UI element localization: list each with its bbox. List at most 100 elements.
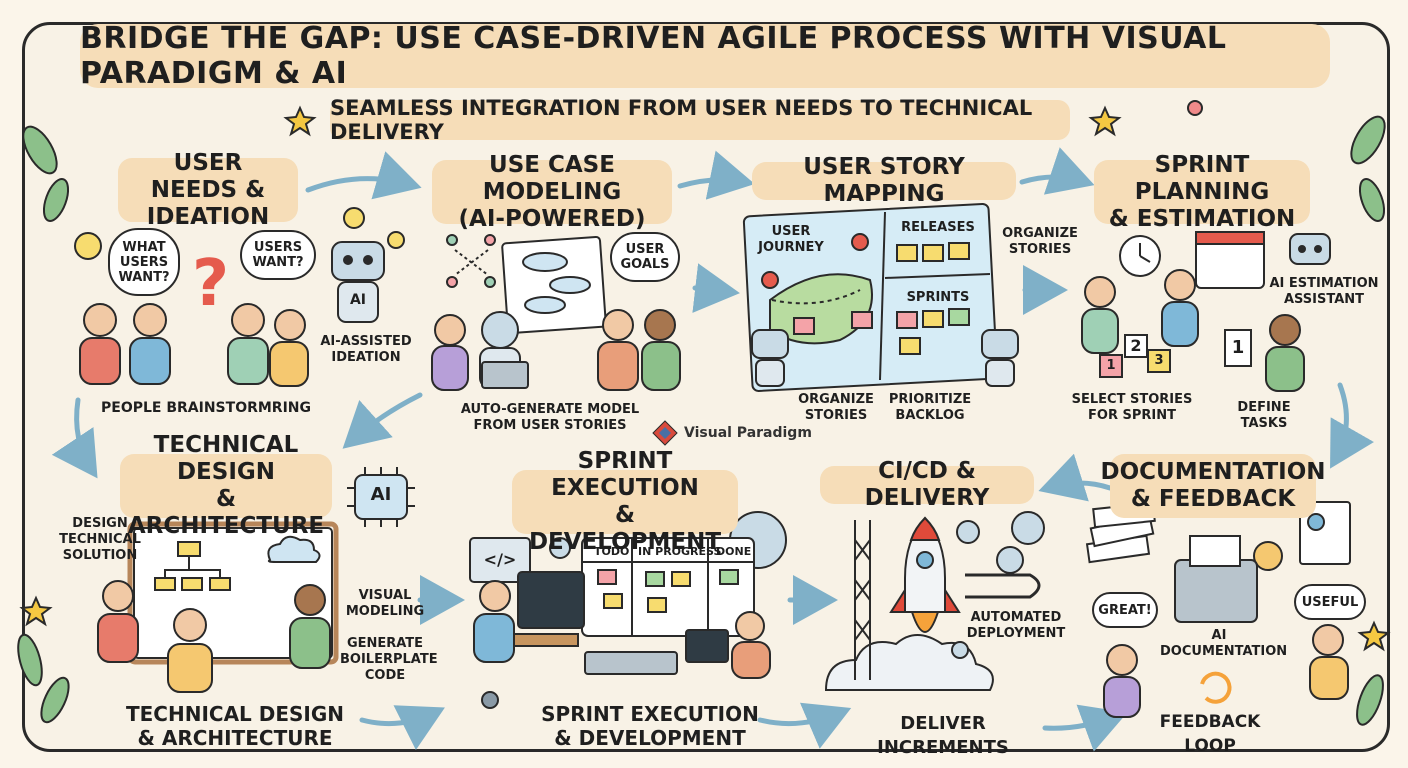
- person-icon: [269, 309, 309, 387]
- robot-icon: [751, 329, 789, 387]
- label-ai-estimation-assistant: AI ESTIMATION ASSISTANT: [1269, 276, 1379, 307]
- arrow-usecase-to-mapping: [677, 150, 755, 200]
- gear-icon: [549, 537, 571, 559]
- label-automated-deployment: AUTOMATED DEPLOYMENT: [966, 610, 1066, 641]
- bubble-what-users-want: WHAT USERS WANT?: [108, 228, 180, 296]
- label-select-stories: SELECT STORIES FOR SPRINT: [1071, 392, 1193, 423]
- person-icon: [431, 314, 469, 391]
- svg-text:?: ?: [192, 247, 229, 321]
- location-pin-icon: [761, 271, 779, 289]
- person-icon: [1103, 644, 1141, 718]
- stage-user-needs-art: ?: [74, 207, 405, 387]
- laptop-icon: [685, 629, 729, 663]
- brand-logo: Visual Paradigm: [652, 420, 812, 446]
- arrow-left-down: [51, 397, 98, 479]
- ai-badge: AI: [349, 292, 367, 308]
- robot-icon: [1289, 233, 1331, 265]
- gear-icon: [956, 520, 980, 544]
- caption-tech-design: TECHNICAL DESIGN & ARCHITECTURE: [125, 702, 345, 750]
- person-icon: [289, 584, 331, 669]
- code-glyph: </>: [483, 550, 517, 569]
- label-organize-stories: ORGANIZE STORIES: [798, 392, 874, 423]
- person-icon: [597, 309, 639, 391]
- star-icon: [1357, 620, 1391, 652]
- arrow-back-to-design: [342, 392, 423, 449]
- actor-icon: [446, 234, 496, 288]
- stage-story-map-art: [742, 202, 1019, 392]
- story-card: [1124, 334, 1148, 358]
- conveyor-belt: [965, 573, 1041, 599]
- caption-deliver-increments: DELIVER INCREMENTS: [877, 713, 1009, 758]
- story-card: [1099, 354, 1123, 378]
- bubble-great: GREAT!: [1092, 592, 1158, 628]
- arrow-bottom-1: [359, 705, 445, 751]
- cloud-icon: [267, 535, 321, 563]
- person-icon: [227, 303, 269, 385]
- refresh-icon: [1200, 671, 1232, 704]
- arrow-needs-to-usecase: [305, 151, 422, 200]
- launch-tower: [854, 520, 871, 680]
- stage-use-case-art: [431, 234, 681, 391]
- column-done: DONE: [716, 545, 752, 558]
- stage-sprint-exec-art: [469, 511, 787, 709]
- arrow-mapping-to-planning: [1019, 147, 1095, 195]
- lightbulb-icon: [343, 207, 365, 229]
- sticky-notes: [793, 242, 970, 355]
- stage-cicd-art: [824, 511, 1045, 691]
- person-icon: [1309, 624, 1349, 700]
- person-icon: [731, 611, 771, 679]
- person-icon: [97, 580, 139, 663]
- lightbulb-icon: [74, 232, 102, 260]
- person-icon: [641, 309, 681, 391]
- stage-tech-design-art: [97, 467, 415, 693]
- column-in-progress: IN PROGRESS: [638, 545, 722, 558]
- arrow-docs-to-cicd: [1038, 453, 1113, 502]
- person-icon: [1081, 276, 1119, 354]
- brand-name: Visual Paradigm: [684, 425, 812, 441]
- page-subtitle: SEAMLESS INTEGRATION FROM USER NEEDS TO …: [330, 96, 1070, 144]
- story-card: [1147, 349, 1171, 373]
- ai-chip-label: AI: [370, 484, 392, 505]
- rocket-icon: [889, 516, 961, 633]
- label-ai-assisted-ideation: AI-ASSISTED IDEATION: [320, 334, 412, 365]
- card-3: 3: [1154, 353, 1164, 368]
- label-sprints: SPRINTS: [906, 290, 970, 305]
- caption-feedback-loop: FEEDBACK LOOP: [1159, 712, 1261, 756]
- gear-icon: [996, 546, 1024, 574]
- card-1: 1: [1106, 358, 1116, 373]
- arrow-usecase-down: [692, 263, 740, 313]
- arrow-bottom-2: [757, 702, 852, 749]
- task-card-number: 1: [1231, 337, 1245, 358]
- chair-icon: [481, 691, 499, 709]
- star-icon: [19, 595, 53, 627]
- heading-cicd: CI/CD & DELIVERY: [820, 458, 1034, 511]
- arrow-bottom-3: [1042, 704, 1128, 752]
- label-organize-stories-right: ORGANIZE STORIES: [1002, 226, 1078, 257]
- heading-sprint-exec: SPRINT EXECUTION & DEVELOPMENT: [512, 448, 738, 555]
- decorations: [17, 100, 1391, 726]
- flow-arrows: [51, 147, 1375, 752]
- page-title: BRIDGE THE GAP: USE CASE-DRIVEN AGILE PR…: [80, 21, 1330, 91]
- keyboard-icon: [584, 651, 678, 675]
- person-icon: [167, 608, 213, 693]
- person-icon: [473, 580, 515, 663]
- arrow-right-down: [1330, 382, 1375, 469]
- caption-sprint-exec: SPRINT EXECUTION & DEVELOPMENT: [541, 702, 759, 750]
- heading-story-mapping: USER STORY MAPPING: [752, 154, 1016, 207]
- visual-paradigm-logo-icon: [652, 420, 678, 446]
- gear-icon: [951, 641, 969, 659]
- heading-documentation: DOCUMENTATION & FEEDBACK: [1101, 454, 1326, 518]
- heading-user-needs: USER NEEDS & IDEATION: [118, 150, 298, 230]
- label-ai-documentation: AI DOCUMENTATION: [1160, 628, 1288, 659]
- bubble-users-want: USERS WANT?: [240, 230, 316, 280]
- leaf-icon: [17, 115, 1386, 726]
- laptop-icon: [481, 361, 529, 389]
- dot-icon: [1187, 100, 1203, 116]
- smoke-cloud: [824, 634, 994, 691]
- lightbulb-icon: [387, 231, 405, 249]
- stage-sprint-planning-art: [1081, 231, 1331, 392]
- heading-tech-design: TECHNICAL DESIGN & ARCHITECTURE: [120, 432, 332, 539]
- location-pin-icon: [851, 233, 869, 251]
